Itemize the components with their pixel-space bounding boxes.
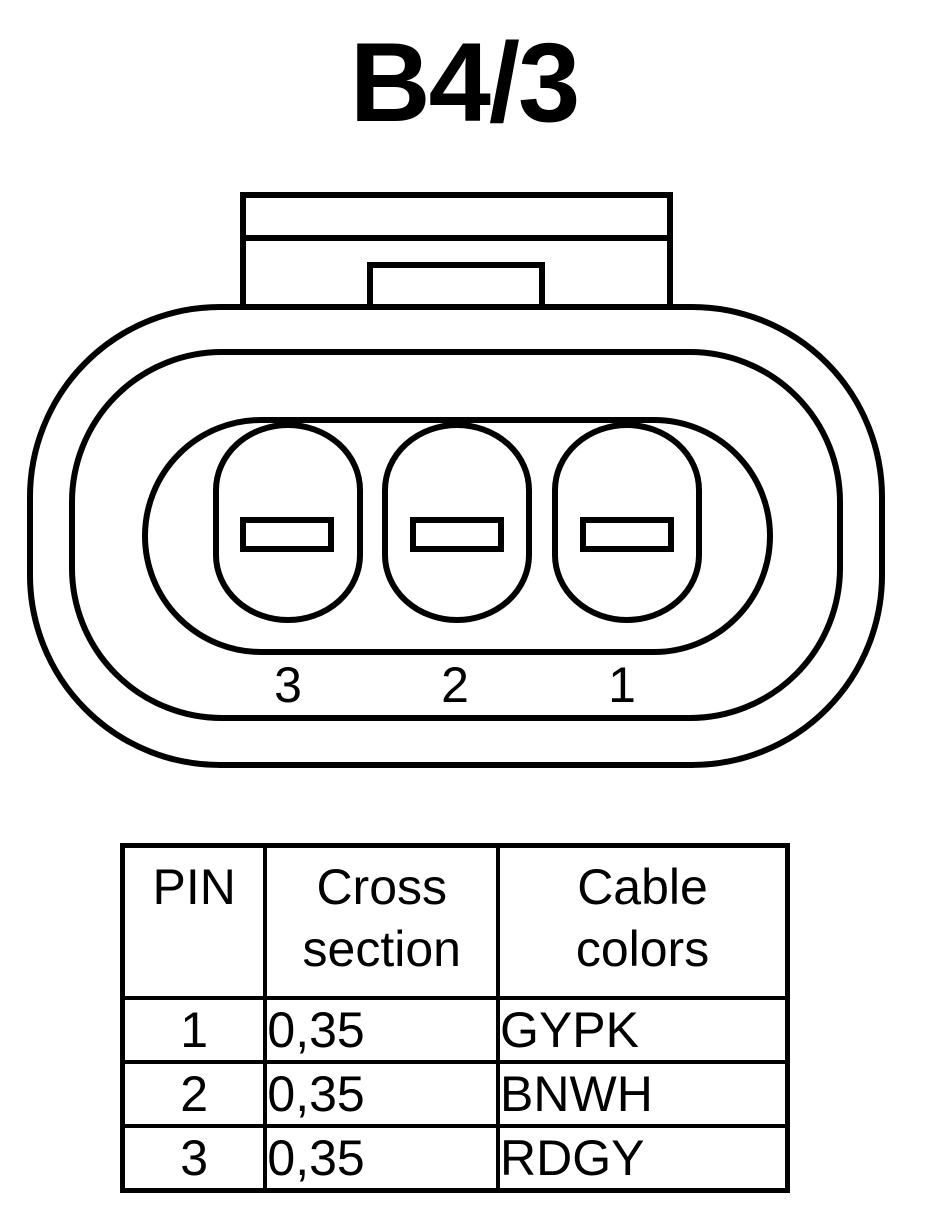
pin-socket-1	[552, 422, 702, 623]
cross-section-cell: 0,35	[263, 996, 501, 1064]
column-header-cable-colors: Cable colors	[496, 843, 790, 1000]
connector-diagram: 3 2 1	[27, 192, 885, 768]
pin-number-label: 2	[441, 657, 469, 713]
connector-pin-well	[142, 417, 773, 655]
column-header-pin: PIN	[120, 843, 268, 1000]
cable-color-cell: BNWH	[496, 1060, 790, 1128]
table-row: 3 0,35 RDGY	[120, 1124, 790, 1193]
pin-socket-2	[382, 422, 532, 623]
connector-housing-inner	[69, 349, 843, 721]
pin-socket-3	[213, 422, 363, 623]
pin-number-label: 3	[274, 657, 302, 713]
table-row: 2 0,35 BNWH	[120, 1060, 790, 1128]
cross-section-cell: 0,35	[263, 1124, 501, 1193]
table-row: 1 0,35 GYPK	[120, 996, 790, 1064]
pin-number-label: 1	[608, 657, 636, 713]
pin-cell: 2	[120, 1060, 268, 1128]
column-header-cross-section: Cross section	[263, 843, 501, 1000]
cable-color-cell: RDGY	[496, 1124, 790, 1193]
table-header-row: PIN Cross section Cable colors	[120, 843, 790, 1000]
cable-color-cell: GYPK	[496, 996, 790, 1064]
pin-cell: 1	[120, 996, 268, 1064]
pin-assignment-table: PIN Cross section Cable colors 1 0,35 GY…	[120, 843, 790, 1193]
pin-cell: 3	[120, 1124, 268, 1193]
connector-title: B4/3	[349, 20, 581, 145]
cross-section-cell: 0,35	[263, 1060, 501, 1128]
